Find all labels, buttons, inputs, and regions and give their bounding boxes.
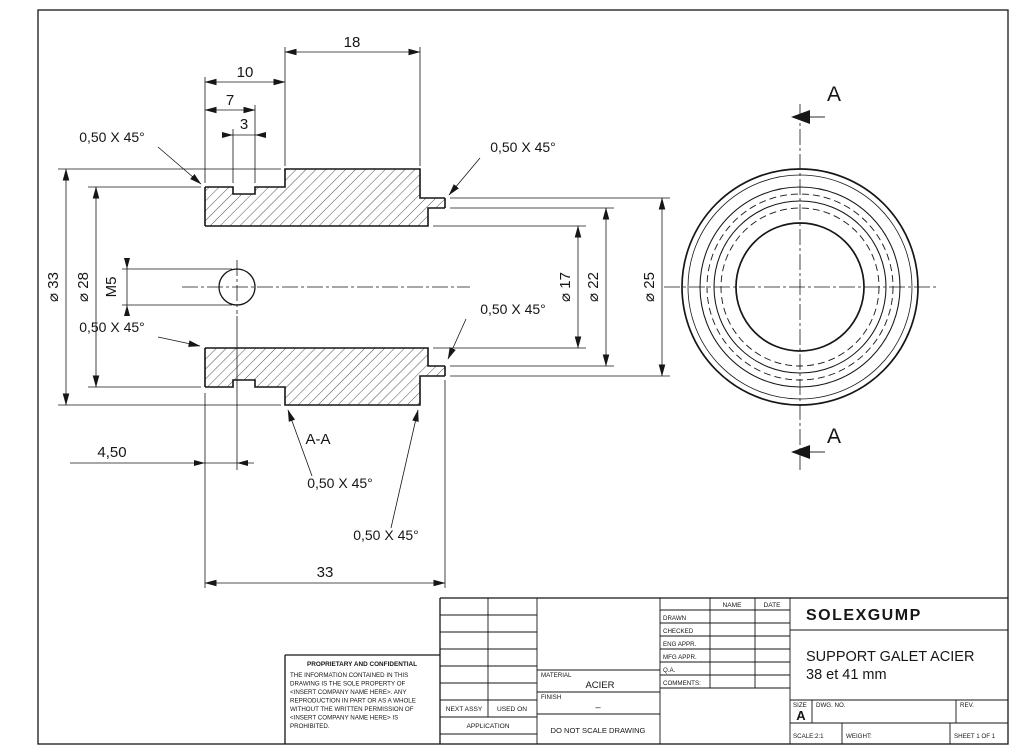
proprietary-line-5: WITHOUT THE WRITTEN PERMISSION OF <box>290 706 414 713</box>
chamfer-label-bottom-left: 0,50 X 45° <box>307 475 373 491</box>
chamfer-leader-top-left <box>157 146 202 185</box>
company-name: SOLEXGUMP <box>806 607 922 624</box>
proprietary-line-7: PROHIBITED. <box>290 723 330 730</box>
ext-lines-right <box>433 197 670 377</box>
size-label: SIZE <box>793 702 807 709</box>
part-outline-top <box>205 168 445 199</box>
dim-label-33: 33 <box>317 564 334 581</box>
no-scale-note: DO NOT SCALE DRAWING <box>551 726 646 735</box>
name-col-header: NAME <box>722 602 742 609</box>
proprietary-line-2: DRAWING IS THE SOLE PROPERTY OF <box>290 681 406 688</box>
part-title-line2: 38 et 41 mm <box>806 667 887 683</box>
chamfer-leader-top-right <box>448 157 481 196</box>
approval-row-qa: Q.A. <box>663 667 676 674</box>
dim-label-3: 3 <box>240 116 248 133</box>
ext-lines-left <box>58 168 281 406</box>
section-view: 18 10 7 3 ⌀ 33 ⌀ 28 M5 ⌀ 17 ⌀ 22 ⌀ 25 4,… <box>45 34 670 588</box>
finish-value: – <box>595 702 601 713</box>
hatch-region-bottom-stub <box>420 348 445 376</box>
dim-3-arrows <box>222 132 266 138</box>
dim-label-7: 7 <box>226 92 234 109</box>
chamfer-leader-mid-left <box>157 336 201 347</box>
dim-4-50-arrows <box>194 460 248 466</box>
part-title-line1: SUPPORT GALET ACIER <box>806 649 974 665</box>
thread-label-m5: M5 <box>103 277 120 298</box>
chamfer-label-top-left: 0,50 X 45° <box>79 129 145 145</box>
chamfer-label-bottom-right: 0,50 X 45° <box>353 527 419 543</box>
chamfer-leader-mid-right <box>447 318 467 360</box>
dim-label-18: 18 <box>344 34 361 51</box>
hatch-region-top-stub <box>420 198 445 226</box>
chamfer-label-top-right: 0,50 X 45° <box>490 139 556 155</box>
ext-lines-bottom <box>204 316 446 588</box>
approval-row-checked: CHECKED <box>663 628 694 635</box>
dia-label-22: ⌀ 22 <box>585 272 602 302</box>
dia-label-25: ⌀ 25 <box>641 272 658 302</box>
proprietary-title: PROPRIETARY AND CONFIDENTIAL <box>307 661 417 668</box>
bore-bottom-edge <box>205 347 445 367</box>
dim-label-4-50: 4,50 <box>97 444 126 461</box>
chamfer-leader-bottom-left <box>287 409 313 477</box>
proprietary-line-3: <INSERT COMPANY NAME HERE>. ANY <box>290 689 406 696</box>
finish-label: FINISH <box>541 694 561 701</box>
m5-hole <box>218 268 256 306</box>
sheet-border <box>37 9 1009 745</box>
section-title-label: A-A <box>305 431 330 448</box>
title-block-frame <box>284 597 1008 744</box>
bore-top-edge <box>205 207 445 227</box>
rev-label: REV. <box>960 702 974 709</box>
section-arrow-bottom-icon <box>791 445 810 459</box>
proprietary-line-4: REPRODUCTION IN PART OR AS A WHOLE <box>290 698 416 705</box>
hatch-region-bottom-flange <box>205 348 285 387</box>
next-assy-label: NEXT ASSY <box>446 706 483 713</box>
section-marker-bottom-label: A <box>827 425 841 448</box>
size-value: A <box>796 708 806 723</box>
section-marker-top-label: A <box>827 83 841 106</box>
hatch-region-top-flange <box>205 187 285 226</box>
chamfer-label-mid-left: 0,50 X 45° <box>79 319 145 335</box>
dim-label-10: 10 <box>237 64 254 81</box>
comments-label: COMMENTS: <box>663 680 701 687</box>
title-block-grid <box>440 598 1008 744</box>
approval-row-mfg-appr: MFG APPR. <box>663 654 697 661</box>
proprietary-line-1: THE INFORMATION CONTAINED IN THIS <box>290 672 408 679</box>
part-outline-bottom <box>205 375 445 406</box>
approval-row-drawn: DRAWN <box>663 615 686 622</box>
date-col-header: DATE <box>763 602 781 609</box>
hatch-region-bottom-mid <box>285 348 420 405</box>
approval-row-eng-appr: ENG APPR. <box>663 641 697 648</box>
chamfer-leader-bottom-right <box>390 409 419 529</box>
sheet-text: SHEET 1 OF 1 <box>954 733 996 740</box>
proprietary-line-6: <INSERT COMPANY NAME HERE> IS <box>290 715 398 722</box>
dia-label-28: ⌀ 28 <box>75 272 92 302</box>
application-label: APPLICATION <box>466 723 509 730</box>
scale-text: SCALE:2:1 <box>793 733 824 740</box>
material-value: ACIER <box>585 680 614 691</box>
weight-text: WEIGHT: <box>846 733 872 740</box>
ext-lines-top <box>204 47 421 183</box>
used-on-label: USED ON <box>497 706 527 713</box>
chamfer-label-mid-right: 0,50 X 45° <box>480 301 546 317</box>
dia-label-33: ⌀ 33 <box>45 272 62 302</box>
end-view: A A <box>664 83 936 470</box>
dwg-no-label: DWG. NO. <box>816 702 846 709</box>
material-label: MATERIAL <box>541 672 572 679</box>
hatch-region-top-mid <box>285 169 420 226</box>
title-block: PROPRIETARY AND CONFIDENTIAL THE INFORMA… <box>284 597 1008 744</box>
section-arrow-top-icon <box>791 110 810 124</box>
dia-label-17: ⌀ 17 <box>557 272 574 302</box>
